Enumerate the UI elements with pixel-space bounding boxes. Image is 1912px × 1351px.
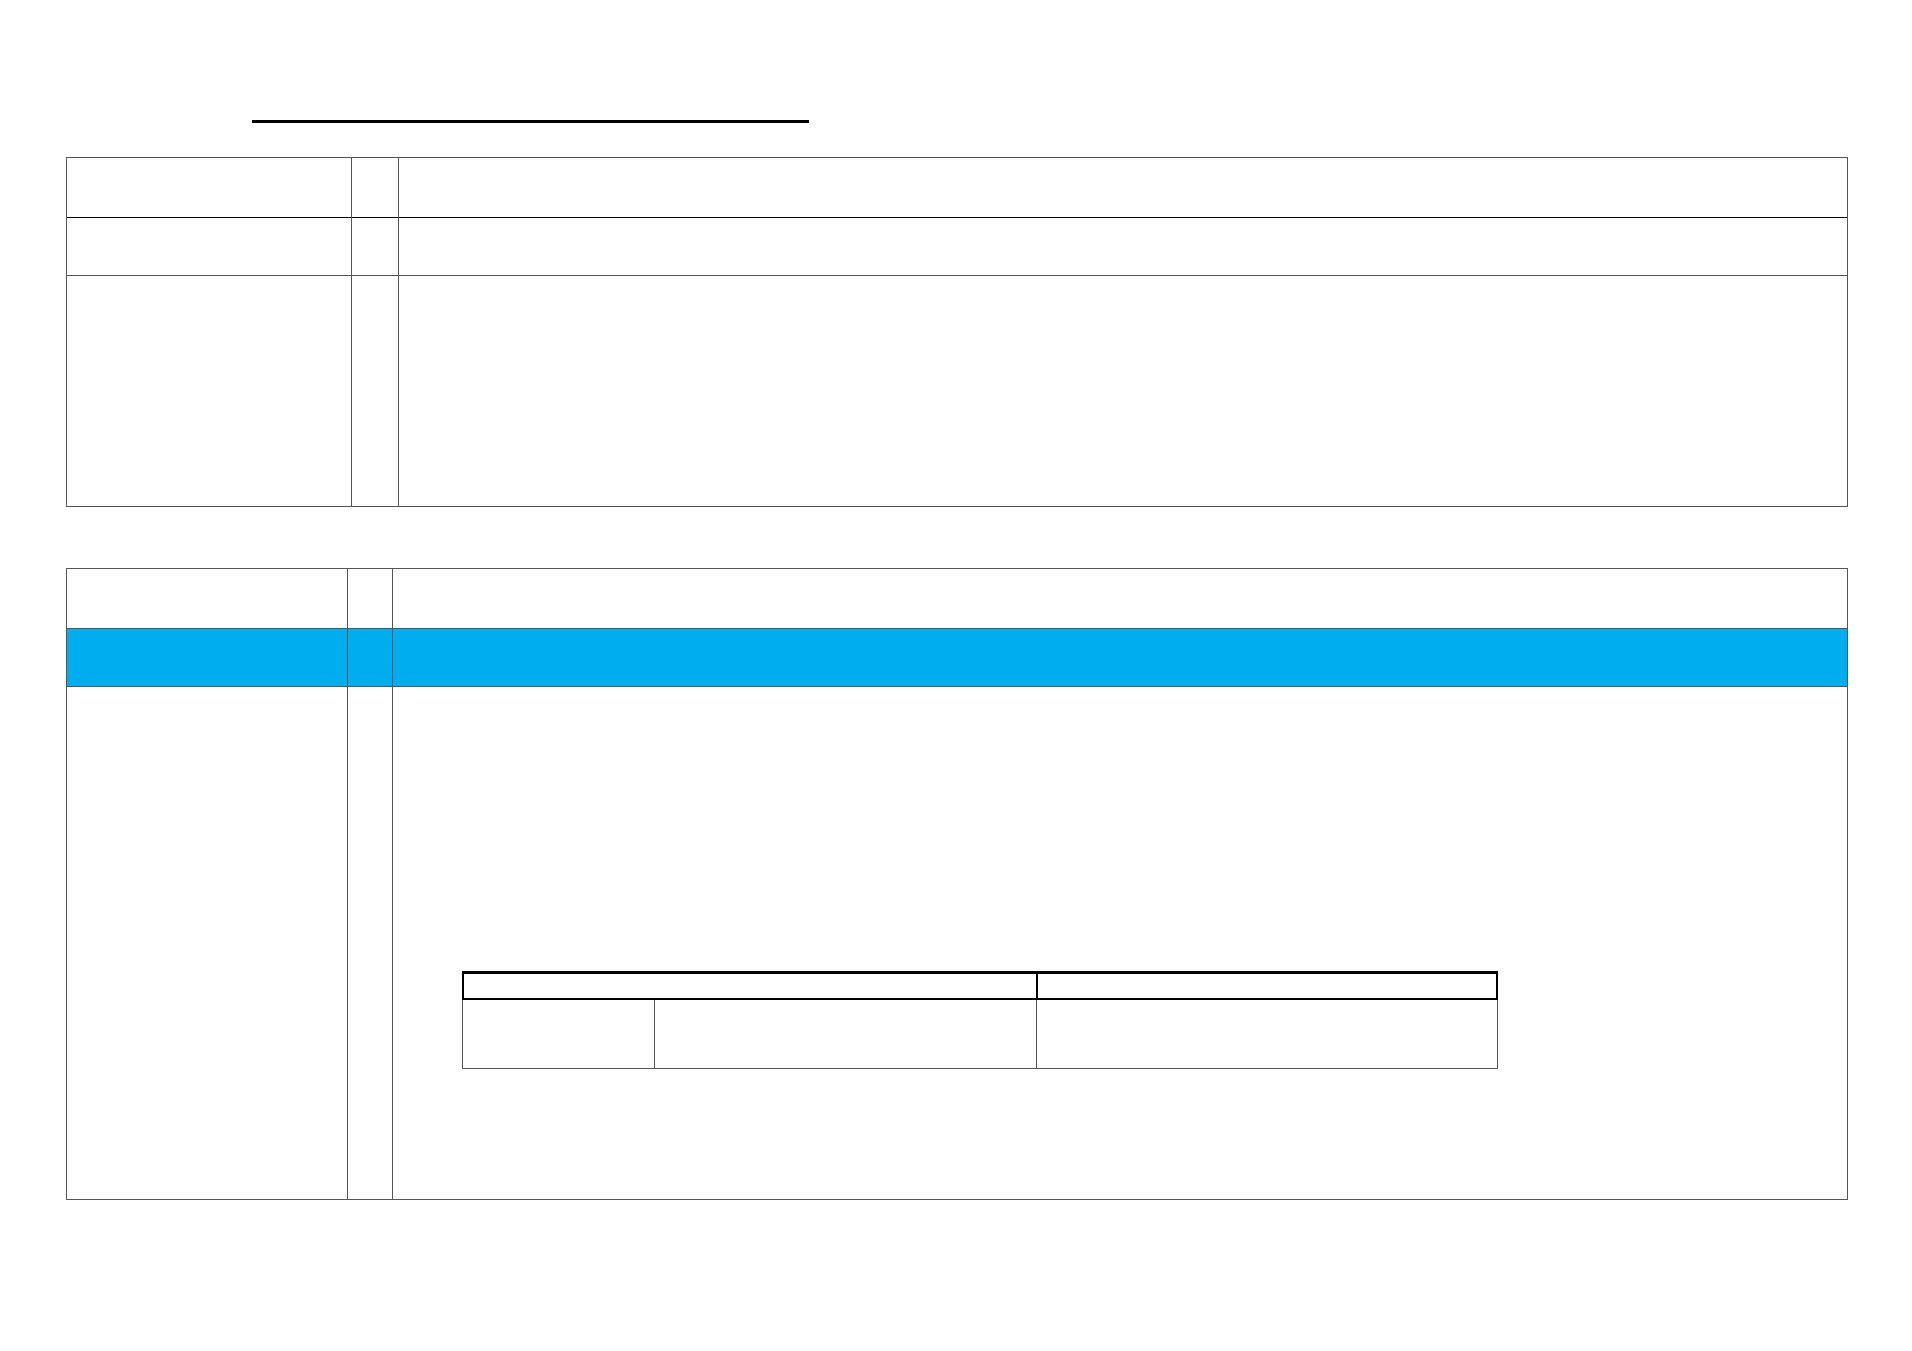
column-divider xyxy=(1036,974,1038,1000)
highlighted-row xyxy=(67,628,1847,687)
column-divider xyxy=(654,1000,655,1068)
row-divider xyxy=(67,686,1847,687)
column-divider xyxy=(347,569,348,1199)
row-divider xyxy=(67,628,1847,629)
row-divider xyxy=(67,217,1847,218)
column-divider xyxy=(351,158,352,506)
nested-table xyxy=(461,971,1498,1069)
nested-table-header xyxy=(461,971,1498,1000)
column-divider xyxy=(392,569,393,1199)
column-divider xyxy=(1036,1000,1037,1068)
table-2 xyxy=(66,568,1848,1200)
row-divider xyxy=(67,275,1847,276)
title-underline xyxy=(252,120,809,123)
table-1 xyxy=(66,157,1848,507)
column-divider xyxy=(398,158,399,506)
